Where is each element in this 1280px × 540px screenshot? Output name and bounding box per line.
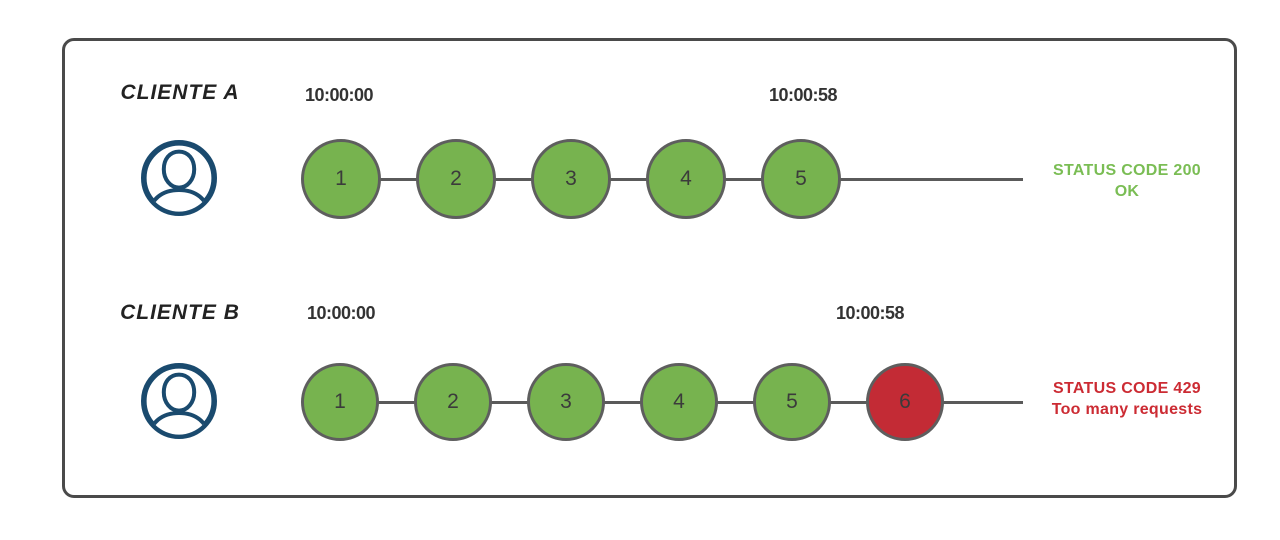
status-code-text: STATUS CODE 200: [1053, 162, 1201, 179]
row-b-status: STATUS CODE 429 Too many requests: [1007, 378, 1247, 420]
request-circle-6: 6: [866, 363, 944, 441]
client-a-label: CLIENTE A: [120, 81, 240, 104]
request-circle-5: 5: [761, 139, 841, 219]
status-message-text: Too many requests: [1051, 401, 1203, 418]
request-circle-4: 4: [640, 363, 718, 441]
request-circle-3: 3: [527, 363, 605, 441]
row-a-end-timestamp: 10:00:58: [768, 85, 838, 105]
row-b-start-timestamp: 10:00:00: [306, 303, 376, 323]
request-circle-2: 2: [414, 363, 492, 441]
user-circle-icon: [139, 361, 219, 441]
request-circle-2: 2: [416, 139, 496, 219]
request-circle-1: 1: [301, 363, 379, 441]
user-circle-icon: [139, 138, 219, 218]
status-message-text: OK: [1114, 183, 1140, 200]
row-b-end-timestamp: 10:00:58: [835, 303, 905, 323]
row-a-start-timestamp: 10:00:00: [304, 85, 374, 105]
request-circle-5: 5: [753, 363, 831, 441]
row-a-status: STATUS CODE 200 OK: [1007, 160, 1247, 202]
request-circle-4: 4: [646, 139, 726, 219]
status-code-text: STATUS CODE 429: [1053, 380, 1201, 397]
request-circle-3: 3: [531, 139, 611, 219]
client-b-label: CLIENTE B: [120, 301, 240, 324]
request-circle-1: 1: [301, 139, 381, 219]
